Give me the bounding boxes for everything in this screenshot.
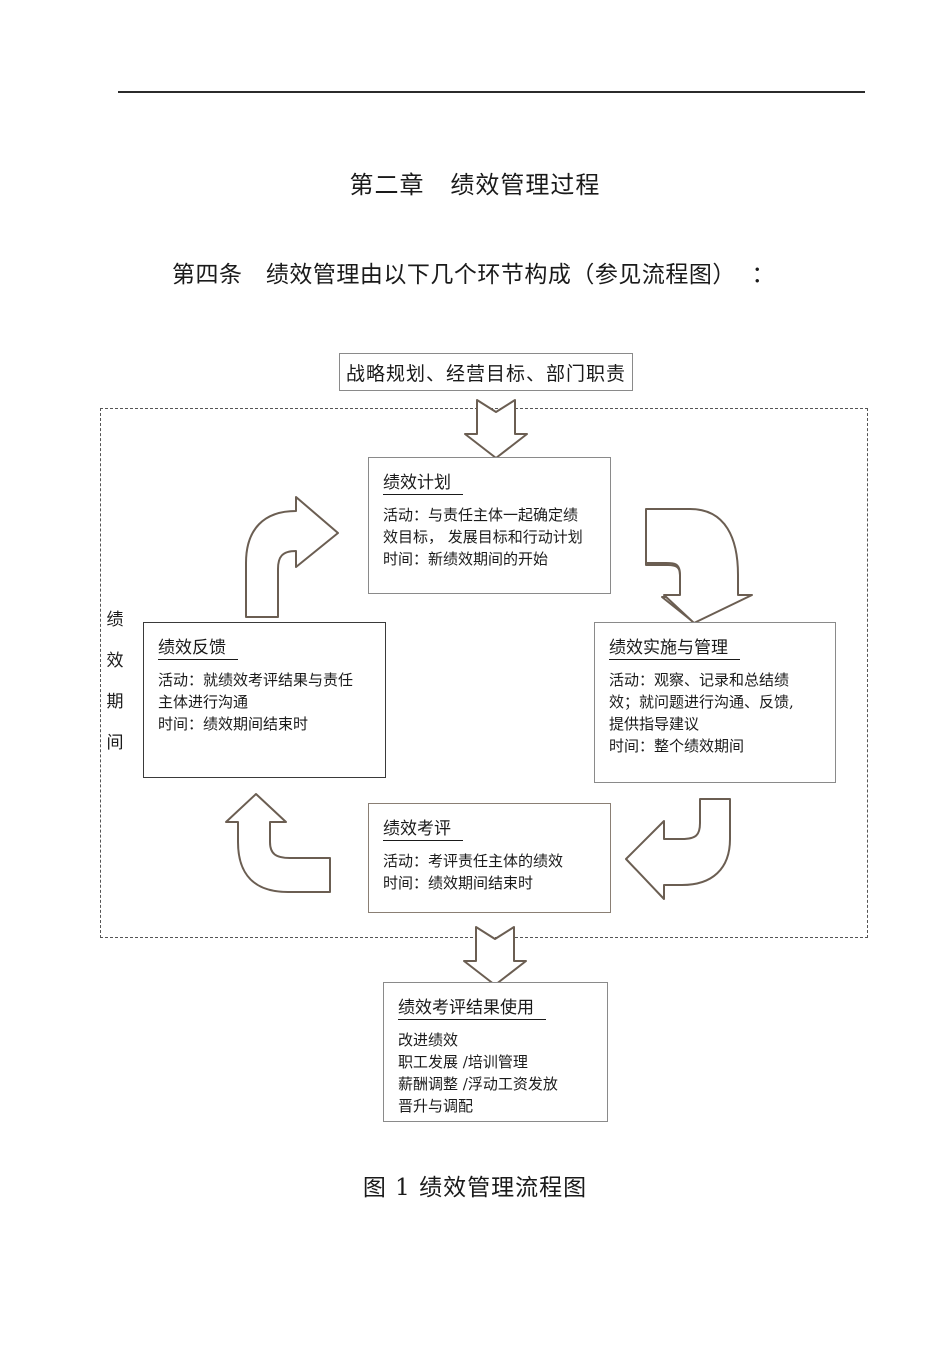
node-appraisal-results-usage-line-3: 薪酬调整 /浮动工资发放 <box>398 1075 558 1094</box>
node-strategy-inputs: 战略规划、经营目标、部门职责 <box>339 353 633 391</box>
period-label-char-2: 效 <box>106 651 124 671</box>
node-performance-execution: 绩效实施与管理 活动：观察、记录和总结绩 效；就问题进行沟通、反馈, 提供指导建… <box>594 622 836 783</box>
arrow-curve-appraise-to-feedback <box>225 793 331 893</box>
node-performance-execution-line-3: 提供指导建议 <box>609 715 700 734</box>
node-appraisal-results-usage-line-4: 晋升与调配 <box>398 1097 474 1116</box>
node-performance-appraisal-line-1: 活动：考评责任主体的绩效 <box>383 852 564 870</box>
node-performance-appraisal-title: 绩效考评 <box>383 814 463 841</box>
node-performance-plan: 绩效计划 活动：与责任主体一起确定绩 效目标， 发展目标和行动计划 时间：新绩效… <box>368 457 611 594</box>
node-performance-execution-line-2: 效；就问题进行沟通、反馈, <box>609 693 794 712</box>
node-performance-execution-line-1: 活动：观察、记录和总结绩 <box>609 671 790 689</box>
node-performance-feedback-line-3: 时间：绩效期间结束时 <box>158 715 309 734</box>
arrow-down-strategy-to-plan <box>464 399 528 459</box>
node-strategy-inputs-label: 战略规划、经营目标、部门职责 <box>345 362 626 385</box>
period-label-char-1: 绩 <box>106 610 124 630</box>
node-performance-plan-line-3: 时间：新绩效期间的开始 <box>383 550 549 569</box>
node-performance-feedback: 绩效反馈 活动：就绩效考评结果与责任 主体进行沟通 时间：绩效期间结束时 <box>143 622 386 778</box>
node-appraisal-results-usage-line-1: 改进绩效 <box>398 1031 459 1049</box>
node-performance-feedback-title: 绩效反馈 <box>158 633 238 660</box>
node-performance-execution-title: 绩效实施与管理 <box>609 633 740 660</box>
article-four-text: 第四条 绩效管理由以下几个环节构成（参见流程图） ： <box>172 262 776 288</box>
node-appraisal-results-usage-title: 绩效考评结果使用 <box>398 993 546 1020</box>
arrow-curve-plan-to-execute <box>645 508 753 624</box>
arrow-down-period-to-results <box>463 926 527 986</box>
node-performance-appraisal: 绩效考评 活动：考评责任主体的绩效 时间：绩效期间结束时 <box>368 803 611 913</box>
figure-caption: 图 1 绩效管理流程图 <box>362 1175 588 1201</box>
node-performance-plan-line-2: 效目标， 发展目标和行动计划 <box>383 528 583 547</box>
node-performance-feedback-line-2: 主体进行沟通 <box>158 693 249 712</box>
node-performance-appraisal-line-2: 时间：绩效期间结束时 <box>383 874 534 893</box>
period-label-char-3: 期 <box>106 692 124 712</box>
node-performance-plan-title: 绩效计划 <box>383 468 463 495</box>
period-label-char-4: 间 <box>106 733 124 753</box>
node-performance-plan-line-1: 活动：与责任主体一起确定绩 <box>383 506 579 524</box>
node-performance-feedback-line-1: 活动：就绩效考评结果与责任 <box>158 671 354 689</box>
arrow-curve-execute-to-appraise <box>625 798 731 900</box>
node-appraisal-results-usage-line-2: 职工发展 /培训管理 <box>398 1053 528 1072</box>
node-appraisal-results-usage: 绩效考评结果使用 改进绩效 职工发展 /培训管理 薪酬调整 /浮动工资发放 晋升… <box>383 982 608 1122</box>
header-rule <box>118 91 865 93</box>
performance-period-label: 绩 效 期 间 <box>102 612 128 752</box>
chapter-title: 第二章 绩效管理过程 <box>349 171 601 199</box>
node-performance-execution-line-4: 时间：整个绩效期间 <box>609 737 745 756</box>
arrow-curve-feedback-to-plan <box>245 496 339 618</box>
